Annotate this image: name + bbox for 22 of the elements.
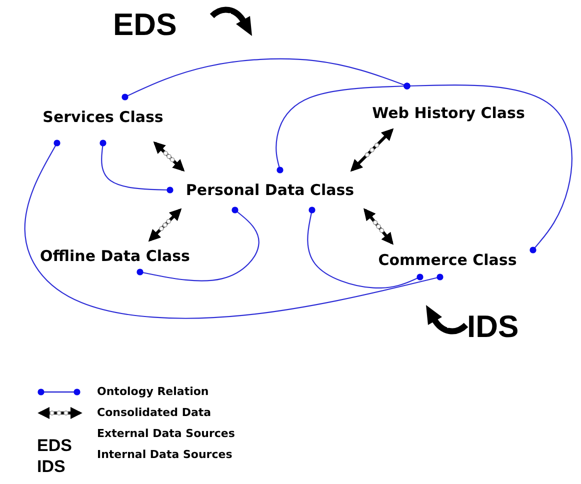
double-arrow xyxy=(350,128,394,172)
legend-key-label: IDS xyxy=(37,458,66,475)
class-label: Commerce Class xyxy=(378,250,517,270)
connector-line xyxy=(100,140,174,194)
class-label: Personal Data Class xyxy=(186,180,354,200)
double-arrow xyxy=(153,142,185,172)
connector-line xyxy=(24,140,444,319)
connector-line xyxy=(307,206,424,288)
source-label: IDS xyxy=(467,311,519,342)
double-arrow xyxy=(148,208,182,242)
legend-text: Consolidated Data xyxy=(97,406,212,420)
double-arrow xyxy=(364,208,394,245)
legend-text: External Data Sources xyxy=(97,427,235,441)
class-label: Services Class xyxy=(42,107,164,127)
connector-line xyxy=(404,82,572,254)
legend-key-label: EDS xyxy=(37,437,72,454)
legend-text: Ontology Relation xyxy=(97,385,209,399)
connector-line xyxy=(136,206,260,282)
class-label: Web History Class xyxy=(372,103,525,123)
source-label: EDS xyxy=(113,9,177,40)
class-label: Offline Data Class xyxy=(40,246,190,266)
legend-text: Internal Data Sources xyxy=(97,448,232,462)
